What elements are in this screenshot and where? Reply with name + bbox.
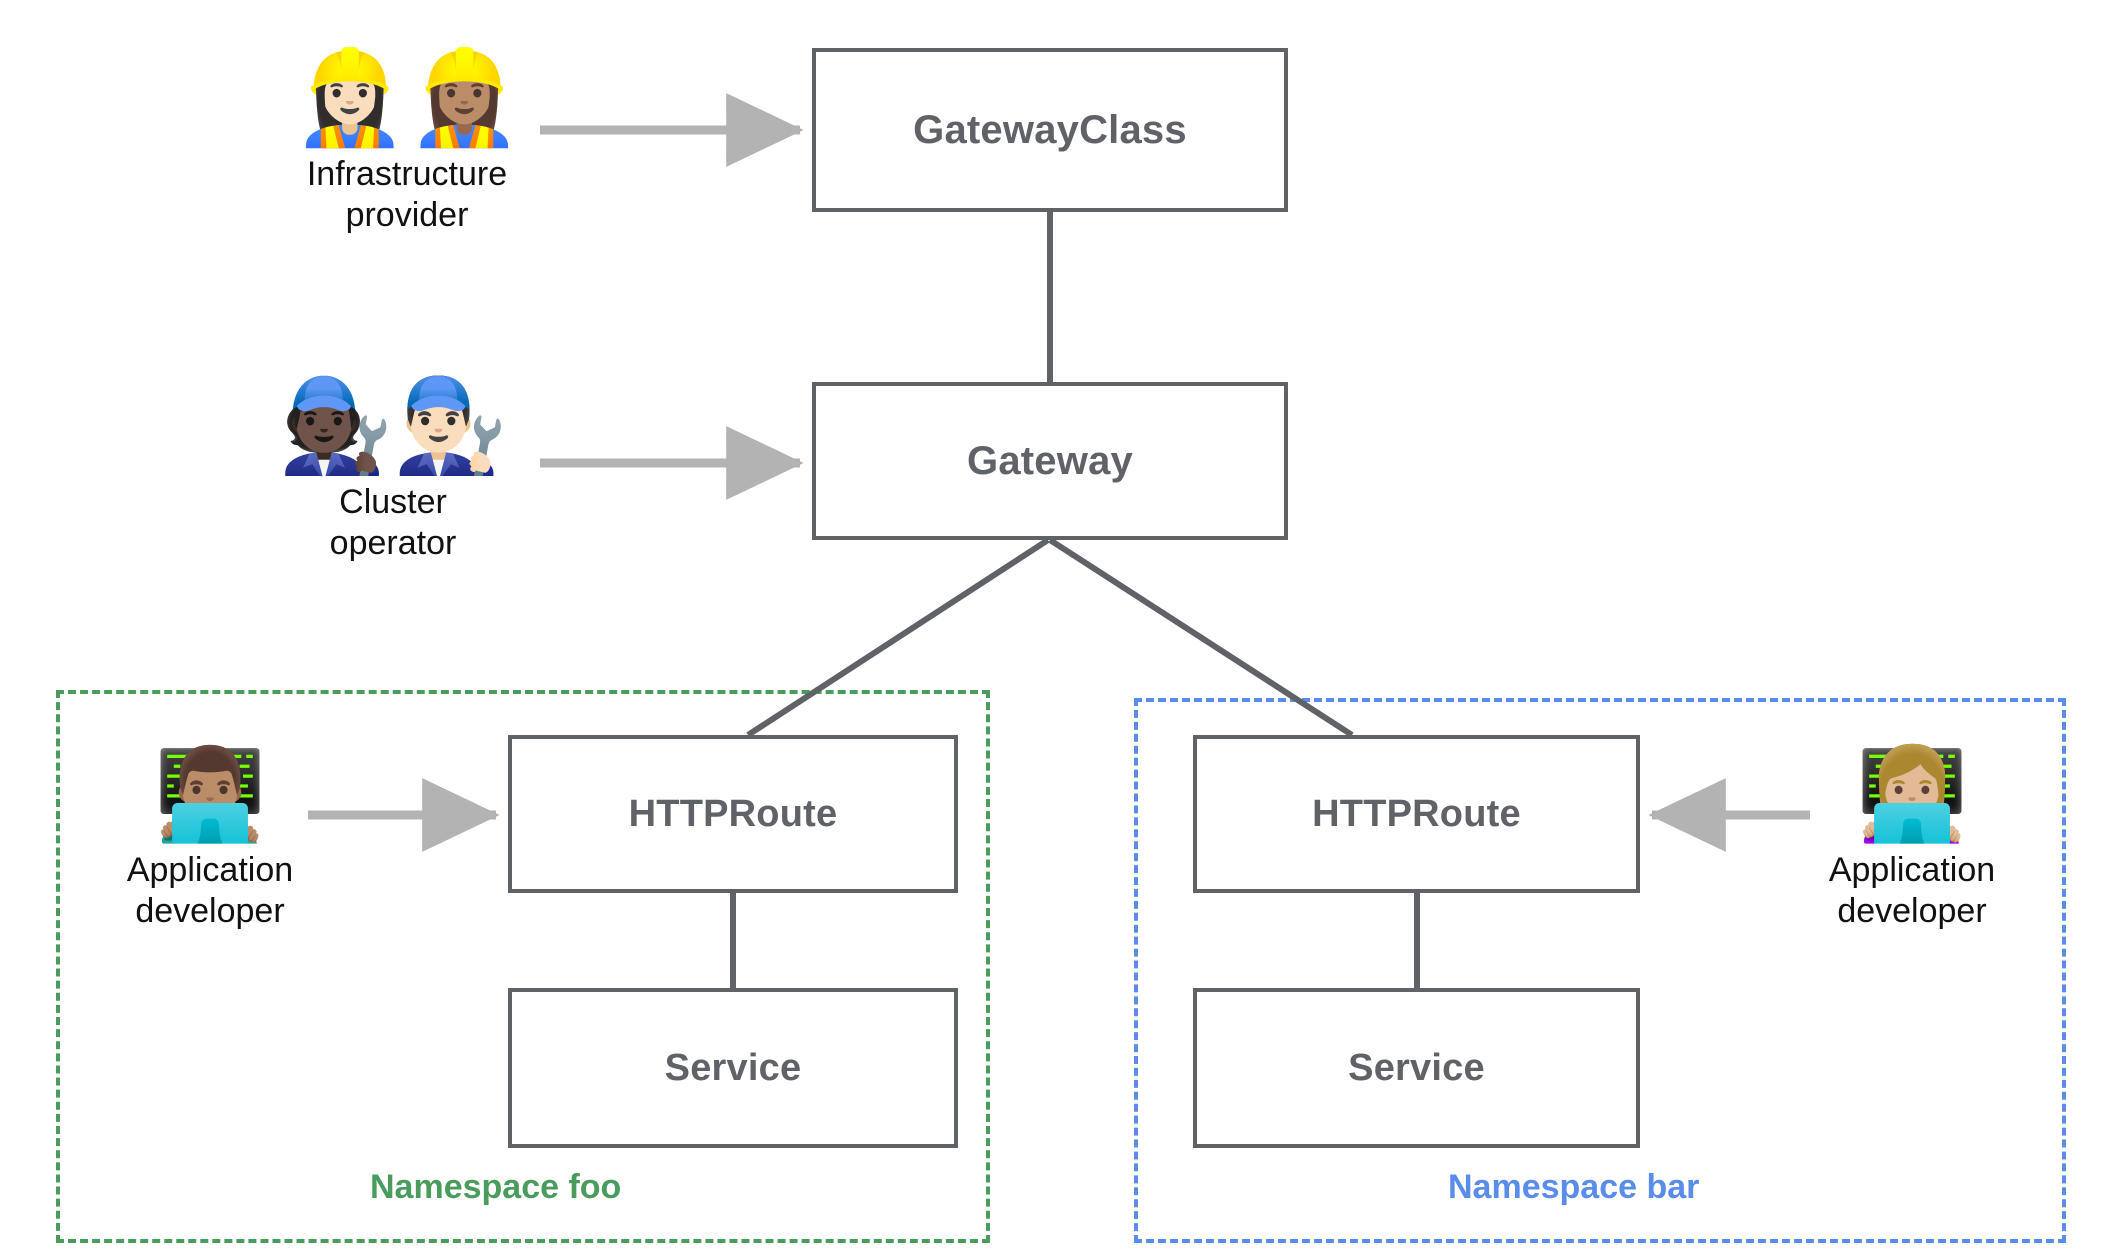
persona-application-developer-foo: 👨🏽‍💻 Application developer [110, 750, 310, 933]
node-service-bar[interactable]: Service [1193, 988, 1640, 1148]
persona-application-developer-bar-caption: Application developer [1828, 851, 1996, 931]
namespace-bar-boundary [1134, 698, 2066, 1243]
persona-cluster-operator: 🧑🏿‍🔧👨🏻‍🔧 Cluster operator [268, 380, 518, 565]
construction-worker-women-emoji: 👷🏻‍♀️👷🏽‍♀️ [292, 44, 522, 151]
node-service-bar-label: Service [1348, 1046, 1485, 1089]
node-gateway-label: Gateway [967, 438, 1133, 483]
node-service-foo-label: Service [664, 1046, 802, 1089]
node-httproute-foo-label: HTTPRoute [628, 792, 838, 835]
namespace-bar-label: Namespace bar [1448, 1168, 1700, 1206]
node-gatewayclass-label: GatewayClass [913, 107, 1187, 152]
persona-infrastructure-provider-caption: Infrastructure provider [306, 155, 508, 235]
node-gateway[interactable]: Gateway [812, 382, 1288, 540]
namespace-foo-boundary [56, 690, 990, 1243]
persona-application-developer-foo-caption: Application developer [126, 851, 294, 931]
node-gatewayclass[interactable]: GatewayClass [812, 48, 1288, 212]
man-technologist-emoji: 👨🏽‍💻 [153, 742, 267, 847]
node-httproute-bar-label: HTTPRoute [1312, 792, 1521, 835]
mechanic-people-emoji: 🧑🏿‍🔧👨🏻‍🔧 [278, 372, 508, 479]
woman-technologist-emoji: 👩🏼‍💻 [1855, 742, 1969, 847]
persona-application-developer-bar: 👩🏼‍💻 Application developer [1812, 750, 2012, 933]
node-service-foo[interactable]: Service [508, 988, 958, 1148]
node-httproute-foo[interactable]: HTTPRoute [508, 735, 958, 893]
node-httproute-bar[interactable]: HTTPRoute [1193, 735, 1640, 893]
namespace-foo-label: Namespace foo [370, 1168, 622, 1206]
persona-infrastructure-provider: 👷🏻‍♀️👷🏽‍♀️ Infrastructure provider [282, 52, 532, 237]
persona-cluster-operator-caption: Cluster operator [329, 483, 457, 563]
